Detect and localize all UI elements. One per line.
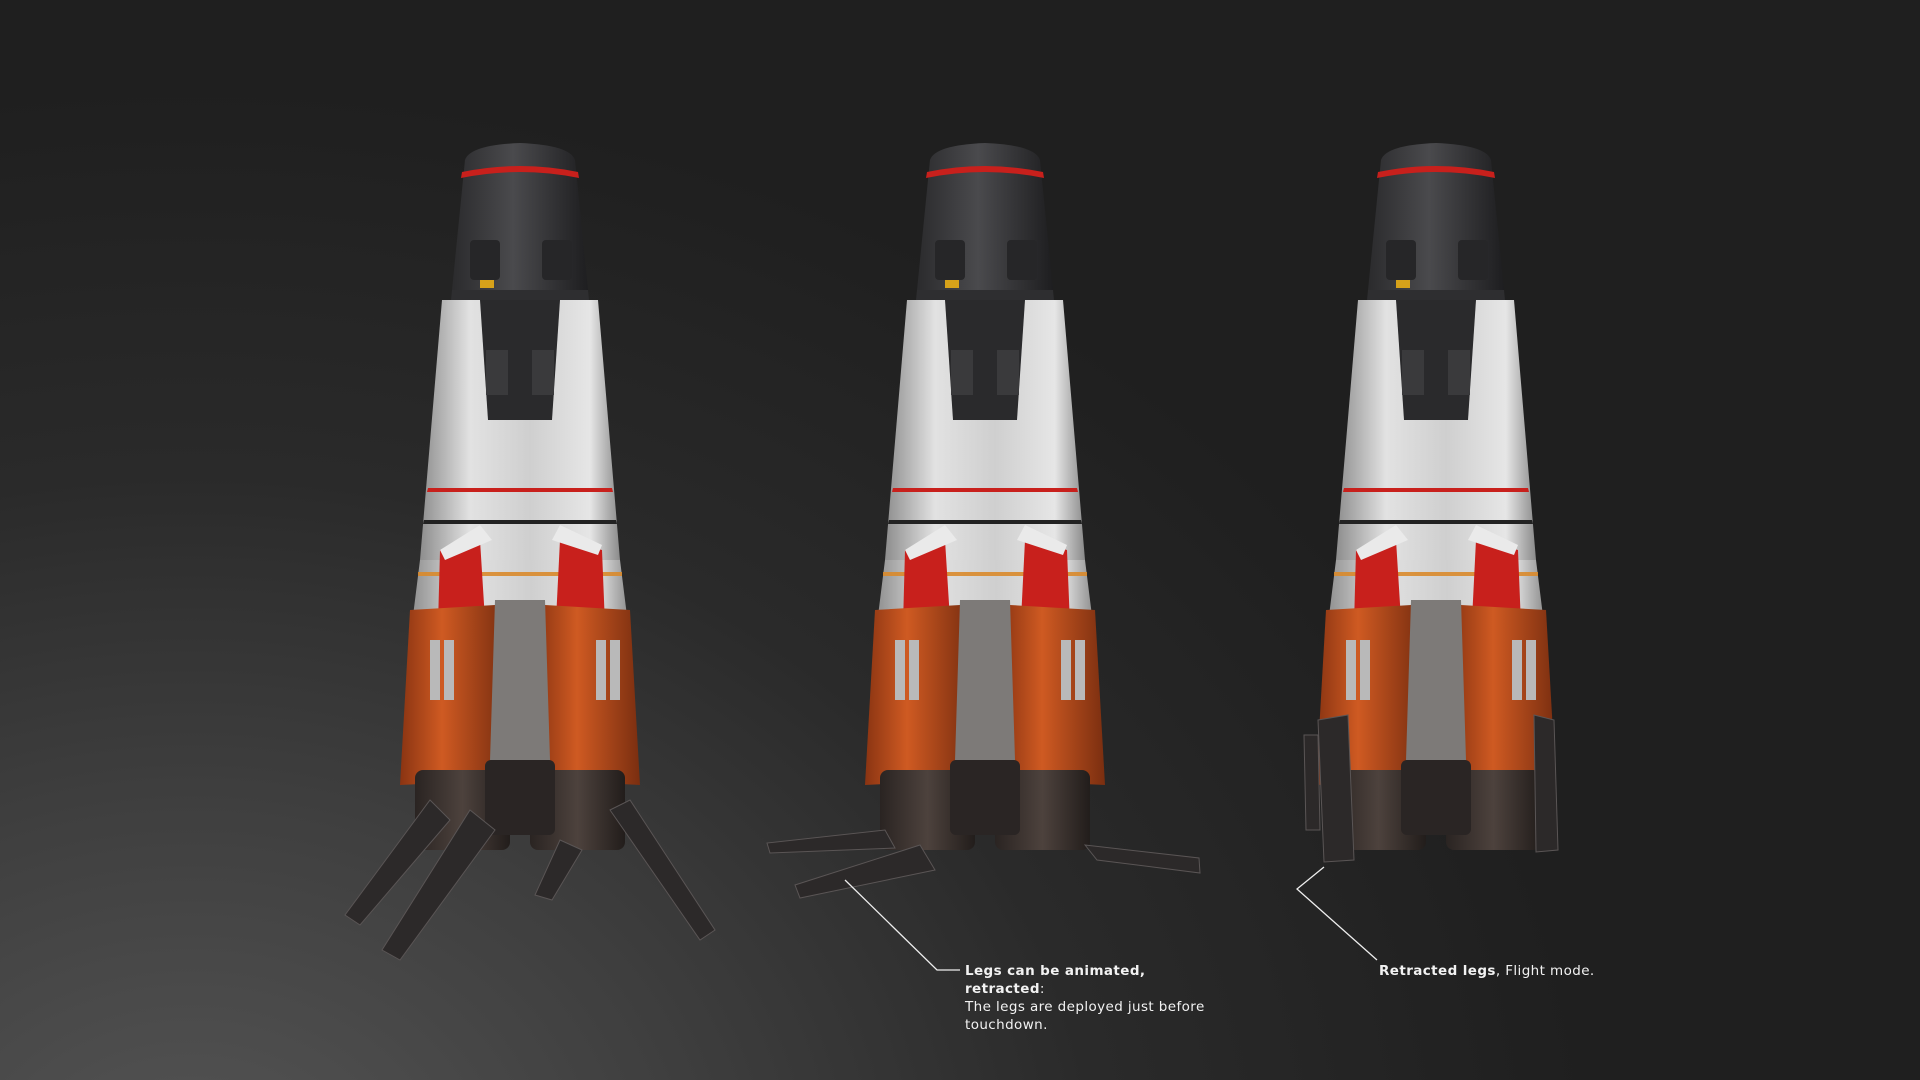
landing-leg (1083, 844, 1201, 874)
red-clamp-left (1354, 540, 1401, 625)
landing-leg (1533, 714, 1559, 853)
annotation-retracted-legs: Retracted legs, Flight mode. (1379, 962, 1639, 980)
hull-upper (1336, 300, 1536, 560)
red-clamp-right (1472, 540, 1521, 625)
rocket-legs-retracted (1236, 0, 1636, 980)
rocket-illustration (766, 143, 1201, 899)
hull-upper (420, 300, 620, 560)
red-clamp-right (1021, 540, 1070, 625)
red-clamp-right (556, 540, 605, 625)
rocket-legs-deployed (320, 0, 720, 980)
landing-legs (766, 829, 1201, 899)
nose-red-band (461, 166, 579, 178)
annotation-title-suffix: , (1495, 963, 1501, 979)
landing-leg (766, 829, 896, 854)
annotation-body: Flight mode. (1500, 963, 1595, 979)
rocket-illustration (344, 143, 716, 961)
landing-leg (1303, 734, 1321, 831)
engine-core (485, 760, 555, 835)
booster-right (1000, 605, 1105, 785)
nose-red-band (926, 166, 1044, 178)
landing-leg (534, 839, 583, 901)
landing-leg (794, 844, 936, 899)
nose-red-band (1377, 166, 1495, 178)
annotation-legs-animated: Legs can be animated, retracted: The leg… (965, 962, 1225, 1034)
landing-legs (344, 799, 716, 961)
booster-right (535, 605, 640, 785)
annotation-title: Retracted legs (1379, 963, 1496, 979)
engine-core (950, 760, 1020, 835)
annotation-title-suffix: : (1039, 981, 1045, 997)
landing-leg (609, 799, 716, 941)
red-clamp-left (438, 540, 485, 625)
landing-legs (1303, 714, 1559, 863)
red-clamp-left (903, 540, 950, 625)
rocket-legs-retracting (766, 0, 1201, 980)
landing-leg (344, 799, 451, 926)
landing-leg (1317, 714, 1355, 863)
annotation-body: The legs are deployed just before touchd… (965, 999, 1205, 1033)
hull-upper (885, 300, 1085, 560)
annotation-title: Legs can be animated, retracted (965, 963, 1146, 997)
landing-leg (381, 809, 496, 961)
rocket-illustration (1303, 143, 1559, 863)
engine-core (1401, 760, 1471, 835)
